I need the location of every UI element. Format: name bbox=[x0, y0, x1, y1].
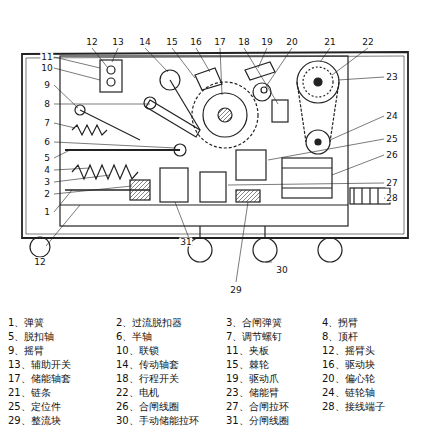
legend-cell: 22、电机 bbox=[116, 388, 159, 398]
callout-number: 22 bbox=[361, 38, 374, 47]
callout-number: 29 bbox=[229, 286, 242, 295]
legend-cell: 23、储能臂 bbox=[226, 388, 279, 398]
callout-number: 9 bbox=[43, 81, 51, 90]
auxiliary-switch bbox=[100, 60, 122, 92]
legend-cell: 13、辅助开关 bbox=[8, 360, 71, 370]
callout-number: 1 bbox=[43, 208, 51, 217]
legend-cell: 18、行程开关 bbox=[116, 374, 179, 384]
legend-cell: 21、链条 bbox=[8, 388, 51, 398]
ratchet bbox=[192, 82, 258, 148]
callout-number: 30 bbox=[275, 266, 288, 275]
callout-number: 24 bbox=[385, 112, 398, 121]
callout-number: 6 bbox=[43, 138, 51, 147]
legend-cell: 10、联锁 bbox=[116, 346, 159, 356]
legend-cell: 29、整流块 bbox=[8, 416, 61, 426]
foot bbox=[30, 237, 50, 257]
legend-cell: 24、链轮轴 bbox=[322, 388, 375, 398]
legend-cell: 11、夹板 bbox=[226, 346, 269, 356]
legend-cell: 31、分闸线圈 bbox=[226, 416, 289, 426]
callout-number: 31 bbox=[179, 238, 192, 247]
positioning-part bbox=[236, 150, 266, 180]
legend-cell: 7、调节螺钉 bbox=[226, 332, 282, 342]
trip-shaft bbox=[65, 149, 180, 151]
overcurrent-release bbox=[130, 180, 150, 200]
legend-cell: 3、合闸弹簧 bbox=[226, 318, 282, 328]
chain bbox=[297, 82, 306, 142]
callout-number: 3 bbox=[43, 178, 51, 187]
drive-pawl bbox=[245, 62, 275, 80]
callout-number: 16 bbox=[189, 38, 202, 47]
callout-number: 13 bbox=[111, 38, 124, 47]
legend-cell: 6、半轴 bbox=[116, 332, 152, 342]
callout-number: 5 bbox=[43, 154, 51, 163]
callout-number: 12 bbox=[33, 258, 46, 267]
closing-spring bbox=[72, 165, 138, 179]
closing-coil bbox=[200, 172, 226, 202]
legend-cell: 19、驱动爪 bbox=[226, 374, 279, 384]
callout-number: 14 bbox=[138, 38, 151, 47]
callout-number: 12 bbox=[85, 38, 98, 47]
callout-number: 25 bbox=[385, 135, 398, 144]
legend-cell: 12、摇臂头 bbox=[322, 346, 375, 356]
callout-number: 10 bbox=[40, 64, 53, 73]
sprocket-shaft bbox=[306, 130, 330, 154]
callout-number: 28 bbox=[385, 194, 398, 203]
legend-cell: 8、顶杆 bbox=[322, 332, 358, 342]
storage-arm bbox=[146, 100, 200, 137]
foot bbox=[318, 238, 342, 262]
callout-number: 18 bbox=[237, 38, 250, 47]
legend-cell: 14、传动轴套 bbox=[116, 360, 179, 370]
legend-cell: 17、储能轴套 bbox=[8, 374, 71, 384]
rectifier bbox=[236, 190, 260, 202]
legend-cell: 28、接线端子 bbox=[322, 402, 385, 412]
terminal-block bbox=[350, 188, 390, 204]
legend-cell: 15、棘轮 bbox=[226, 360, 269, 370]
legend-cell: 2、过流脱扣器 bbox=[116, 318, 182, 328]
callout-number: 2 bbox=[43, 190, 51, 199]
callout-number: 11 bbox=[40, 53, 53, 62]
callout-number: 8 bbox=[43, 100, 51, 109]
legend-cell: 16、驱动块 bbox=[322, 360, 375, 370]
motor bbox=[282, 158, 332, 198]
callout-number: 27 bbox=[385, 179, 398, 188]
legend-cell: 9、摇臂 bbox=[8, 346, 44, 356]
eccentric-wheel bbox=[253, 83, 271, 101]
legend-cell: 1、弹簧 bbox=[8, 318, 44, 328]
callout-number: 15 bbox=[165, 38, 178, 47]
legend-cell: 5、脱扣轴 bbox=[8, 332, 54, 342]
legend-cell: 20、偏心轮 bbox=[322, 374, 375, 384]
half-shaft bbox=[174, 144, 186, 156]
limit-switch bbox=[272, 100, 288, 122]
legend-cell: 25、定位件 bbox=[8, 402, 61, 412]
callout-number: 7 bbox=[43, 119, 51, 128]
legend-cell: 30、手动储能拉环 bbox=[116, 416, 199, 426]
spring bbox=[72, 125, 107, 135]
leader-lines bbox=[46, 48, 392, 282]
legend-cell: 4、拐臂 bbox=[322, 318, 358, 328]
callout-number: 17 bbox=[213, 38, 226, 47]
housing bbox=[22, 52, 408, 238]
callout-number: 20 bbox=[285, 38, 298, 47]
legend-cell: 26、合闸线圈 bbox=[116, 402, 179, 412]
manual-pull-ring bbox=[253, 238, 277, 262]
frame-plate bbox=[60, 56, 348, 226]
legend-cell: 27、合闸拉环 bbox=[226, 402, 289, 412]
sprocket bbox=[297, 61, 339, 103]
callout-number: 26 bbox=[385, 151, 398, 160]
callout-number: 21 bbox=[323, 38, 336, 47]
callout-number: 23 bbox=[385, 73, 398, 82]
drive-block bbox=[195, 68, 222, 90]
callout-number: 4 bbox=[43, 166, 51, 175]
opening-coil bbox=[160, 168, 188, 202]
callout-number: 19 bbox=[260, 38, 273, 47]
